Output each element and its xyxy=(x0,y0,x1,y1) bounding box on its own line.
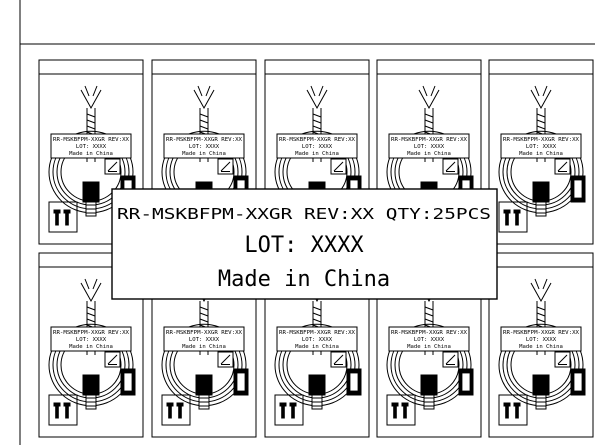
bag-label-origin: Made in China xyxy=(407,151,451,157)
cable-tie-icon xyxy=(530,85,552,110)
connector-icon xyxy=(308,374,326,410)
bag-label-origin: Made in China xyxy=(295,151,339,157)
connector-icon xyxy=(233,368,249,396)
bag-label-lot: LOT: XXXX xyxy=(302,337,333,343)
esd-warning-icon xyxy=(217,158,234,175)
esd-warning-icon xyxy=(330,351,347,368)
bag-label-lot: LOT: XXXX xyxy=(526,144,557,150)
connector-icon xyxy=(458,368,474,396)
connector-icon xyxy=(195,374,213,410)
esd-warning-icon xyxy=(442,158,459,175)
label-part-number: RR-MSKBFPM-XXGR REV:XX QTY:25PCS xyxy=(117,205,491,223)
cable-tie-icon xyxy=(80,278,102,303)
screws-icon xyxy=(161,394,191,426)
bag-label-part: RR-MSKBFPM-XXGR REV:XX xyxy=(166,330,243,336)
bag-label-part: RR-MSKBFPM-XXGR REV:XX xyxy=(391,330,468,336)
label-lot-number: LOT: XXXX xyxy=(244,233,364,258)
cable-tie-icon xyxy=(80,85,102,110)
bag-label-origin: Made in China xyxy=(519,344,563,350)
bag-label-part: RR-MSKBFPM-XXGR REV:XX xyxy=(503,330,580,336)
bag-label-origin: Made in China xyxy=(182,151,226,157)
esd-warning-icon xyxy=(554,158,571,175)
esd-warning-icon xyxy=(554,351,571,368)
bag-label-origin: Made in China xyxy=(407,344,451,350)
connector-icon xyxy=(570,368,586,396)
bag-label-lot: LOT: XXXX xyxy=(526,337,557,343)
connector-icon xyxy=(82,374,100,410)
label-origin: Made in China xyxy=(218,267,390,292)
screws-icon xyxy=(274,394,304,426)
screws-icon xyxy=(48,201,78,233)
cable-tie-icon xyxy=(306,85,328,110)
bag-label-lot: LOT: XXXX xyxy=(189,337,220,343)
bag-label-lot: LOT: XXXX xyxy=(76,144,107,150)
screws-icon xyxy=(386,394,416,426)
bag-label-part: RR-MSKBFPM-XXGR REV:XX xyxy=(503,137,580,143)
bag-label-part: RR-MSKBFPM-XXGR REV:XX xyxy=(53,330,130,336)
bag-label-part: RR-MSKBFPM-XXGR REV:XX xyxy=(53,137,130,143)
drawing-frame xyxy=(19,0,595,445)
bag-label-origin: Made in China xyxy=(69,344,113,350)
connector-icon xyxy=(346,368,362,396)
connector-icon xyxy=(570,175,586,203)
bag-label-part: RR-MSKBFPM-XXGR REV:XX xyxy=(391,137,468,143)
bag-label-lot: LOT: XXXX xyxy=(414,144,445,150)
bag-label-origin: Made in China xyxy=(519,151,563,157)
screws-icon xyxy=(498,394,528,426)
bag-label-part: RR-MSKBFPM-XXGR REV:XX xyxy=(166,137,243,143)
esd-warning-icon xyxy=(104,158,121,175)
bag-label-part: RR-MSKBFPM-XXGR REV:XX xyxy=(279,330,356,336)
connector-icon xyxy=(420,374,438,410)
connector-icon xyxy=(532,374,550,410)
bag-label-part: RR-MSKBFPM-XXGR REV:XX xyxy=(279,137,356,143)
screws-icon xyxy=(48,394,78,426)
connector-icon xyxy=(532,181,550,217)
bag-label-origin: Made in China xyxy=(295,344,339,350)
bag-label-lot: LOT: XXXX xyxy=(189,144,220,150)
esd-warning-icon xyxy=(442,351,459,368)
cable-tie-icon xyxy=(418,85,440,110)
bag-label-lot: LOT: XXXX xyxy=(414,337,445,343)
esd-warning-icon xyxy=(330,158,347,175)
shipping-label: RR-MSKBFPM-XXGR REV:XX QTY:25PCS LOT: XX… xyxy=(111,188,498,300)
bag-label-origin: Made in China xyxy=(69,151,113,157)
cable-tie-icon xyxy=(193,85,215,110)
connector-icon xyxy=(82,181,100,217)
bag-label-lot: LOT: XXXX xyxy=(302,144,333,150)
connector-icon xyxy=(120,368,136,396)
esd-warning-icon xyxy=(104,351,121,368)
cable-tie-icon xyxy=(530,278,552,303)
esd-warning-icon xyxy=(217,351,234,368)
screws-icon xyxy=(498,201,528,233)
bag-label-lot: LOT: XXXX xyxy=(76,337,107,343)
bag-label-origin: Made in China xyxy=(182,344,226,350)
